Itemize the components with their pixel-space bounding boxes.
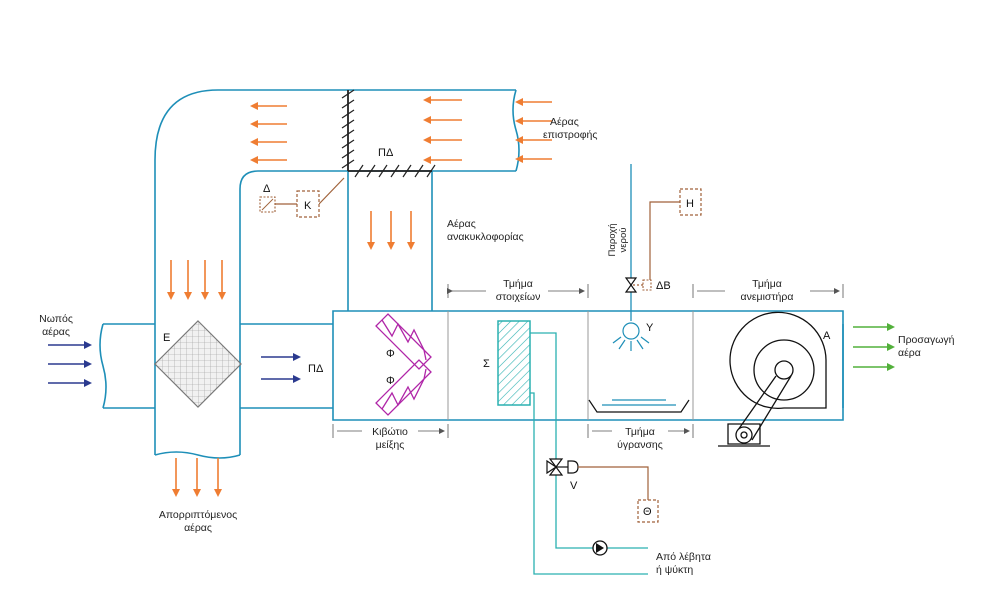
three-way-valve bbox=[546, 458, 579, 476]
symbol-k: Κ bbox=[304, 200, 312, 212]
spray-nozzle bbox=[612, 322, 650, 351]
label-supply-air-1: Προσαγωγή bbox=[898, 334, 955, 346]
label-water-supply-2: νερού bbox=[618, 228, 629, 253]
exhaust-arrows-down bbox=[167, 260, 226, 300]
symbol-d: Δ bbox=[263, 183, 271, 195]
symbol-db: ΔΒ bbox=[656, 280, 671, 292]
fresh-air-arrows-inner bbox=[261, 353, 301, 383]
heat-recovery-unit bbox=[154, 320, 242, 408]
label-fresh-air-2: αέρας bbox=[42, 326, 70, 338]
label-mixing-box-1: Κιβώτιο bbox=[372, 426, 408, 438]
label-exhaust-air-1: Απορριπτόμενος bbox=[159, 509, 237, 521]
symbol-f-upper: Φ bbox=[386, 348, 395, 360]
label-fan-section-1: Τμήμα bbox=[752, 278, 782, 290]
label-exhaust-air-2: αέρας bbox=[184, 522, 212, 534]
symbol-f-lower: Φ bbox=[386, 375, 395, 387]
label-water-supply-1: Παροχή bbox=[607, 223, 618, 256]
thermostat-box bbox=[637, 499, 659, 523]
thermostat-link bbox=[578, 466, 649, 500]
water-valve bbox=[624, 277, 638, 293]
exhaust-arrows-outlet bbox=[172, 458, 222, 497]
label-humid-section-1: Τμήμα bbox=[625, 426, 655, 438]
symbol-h: Η bbox=[686, 198, 694, 210]
ahu-casing bbox=[332, 310, 844, 421]
sensor-box-d-slash bbox=[261, 198, 274, 211]
symbol-y: Υ bbox=[646, 322, 654, 334]
fresh-air-arrows bbox=[48, 341, 92, 387]
symbol-th: Θ bbox=[643, 506, 652, 518]
mixing-damper-upper bbox=[375, 313, 432, 370]
label-from-boiler-2: ή ψύκτη bbox=[656, 564, 693, 576]
label-fresh-air-1: Νωπός bbox=[39, 313, 73, 325]
fresh-duct-end bbox=[99, 323, 107, 409]
recirc-arrows bbox=[367, 211, 415, 250]
ductwork bbox=[99, 89, 844, 459]
recirc-damper bbox=[348, 164, 436, 178]
return-damper bbox=[341, 89, 355, 171]
supply-air-arrows bbox=[853, 323, 895, 371]
label-return-air-1: Αέρας bbox=[550, 116, 579, 128]
symbol-a: Α bbox=[823, 330, 831, 342]
label-fan-section-2: ανεμιστήρα bbox=[741, 291, 794, 303]
exhaust-arrows-left bbox=[250, 102, 287, 164]
exhaust-duct-inner bbox=[239, 170, 516, 455]
label-return-air-2: επιστροφής bbox=[543, 129, 597, 141]
label-coil-section-1: Τμήμα bbox=[503, 278, 533, 290]
label-humid-section-2: ύγρανσης bbox=[617, 439, 663, 451]
humidistat-actuator bbox=[642, 279, 652, 291]
humidistat-link bbox=[633, 201, 680, 286]
controller-box-k bbox=[296, 190, 320, 218]
label-coil-section-2: στοιχείων bbox=[496, 291, 541, 303]
symbol-pd-return: ΠΔ bbox=[378, 147, 394, 159]
humidistat-box bbox=[679, 188, 702, 216]
fan bbox=[718, 311, 827, 447]
return-arrows-center bbox=[423, 96, 462, 164]
exhaust-duct-end bbox=[154, 451, 241, 459]
symbol-v: V bbox=[570, 480, 578, 492]
text-labels: Νωπός αέρας Αέρας επιστροφής Αέρας ανακυ… bbox=[39, 116, 955, 576]
symbol-s: Σ bbox=[483, 358, 490, 370]
coil bbox=[497, 320, 531, 406]
symbol-e: Ε bbox=[163, 332, 170, 344]
exhaust-duct-outer bbox=[154, 89, 516, 455]
label-supply-air-2: αέρα bbox=[898, 347, 921, 359]
coil-piping bbox=[530, 332, 648, 575]
label-recirc-air-1: Αέρας bbox=[447, 218, 476, 230]
dimension-lines bbox=[332, 284, 844, 438]
pump bbox=[592, 540, 608, 556]
label-mixing-box-2: μείξης bbox=[376, 439, 405, 451]
return-arrows-inlet bbox=[515, 98, 552, 163]
symbol-pd-fresh: ΠΔ bbox=[308, 363, 324, 375]
mixing-damper-lower bbox=[375, 359, 432, 416]
label-from-boiler-1: Από λέβητα bbox=[656, 551, 711, 563]
label-recirc-air-2: ανακυκλοφορίας bbox=[447, 231, 524, 243]
damper-control-link bbox=[275, 177, 345, 205]
humidifier-tray bbox=[588, 399, 690, 413]
section-dividers bbox=[447, 311, 694, 420]
